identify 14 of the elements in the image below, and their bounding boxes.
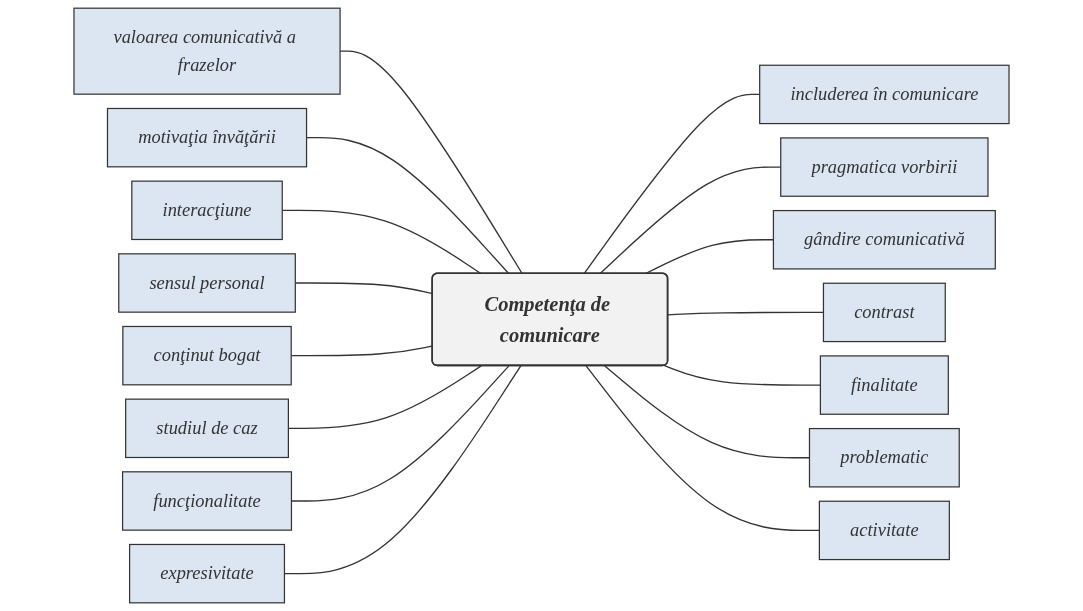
node-box: conţinut bogat [122, 325, 292, 386]
node-box: funcţionalitate [121, 471, 293, 531]
node-box: contrast [822, 282, 946, 343]
connector [585, 365, 821, 532]
node-box: activitate [818, 500, 950, 561]
node-box: valoarea comunicativă a frazelor [73, 7, 341, 95]
node-box: finalitate [819, 355, 949, 415]
node-box: expresivitate [129, 543, 286, 604]
node-box: sensul personal [118, 253, 296, 313]
node-box: studiul de caz [125, 398, 289, 459]
node-box: gândire comunicativă [772, 209, 996, 270]
node-box: includerea în comunicare [759, 64, 1010, 125]
node-box: interacţiune [131, 180, 283, 241]
node-box: motivaţia învăţării [106, 107, 308, 168]
